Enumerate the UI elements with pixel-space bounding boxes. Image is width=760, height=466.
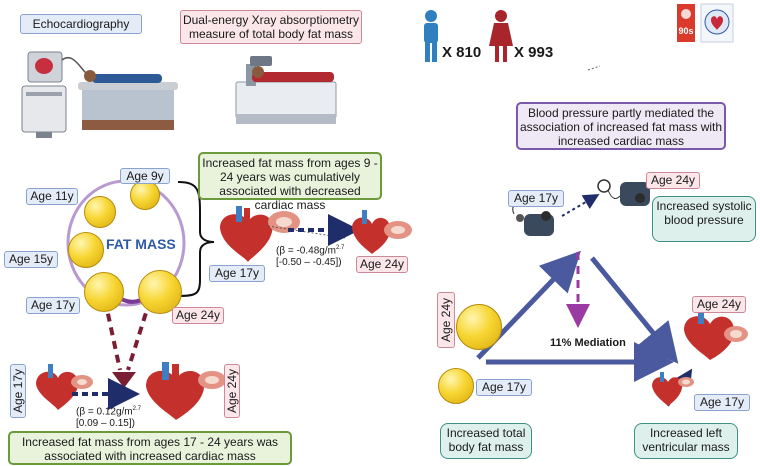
- total-body-fat-box: Increased total body fat mass: [440, 423, 532, 459]
- beta-top-line2: [-0.50 – -0.45]): [276, 257, 342, 269]
- maroon-arrow-right: [126, 299, 152, 371]
- faint-dash-mark: [587, 65, 601, 71]
- finding-bottom-box: Increased fat mass from ages 17 - 24 yea…: [8, 431, 292, 465]
- heart-study-logo: [700, 3, 734, 43]
- cardiac-slice-icon-24y-bottom: [198, 371, 226, 389]
- male-figure-icon: [424, 10, 438, 62]
- echocardiography-label: Echocardiography: [20, 14, 142, 34]
- bp-cuff-icon-17y: [512, 203, 554, 236]
- age-label-9y: Age 9y: [120, 168, 170, 184]
- fat-mass-title: FAT MASS: [106, 236, 176, 252]
- dxa-scanner-icon: [235, 56, 337, 124]
- mediation-percent: 11% Mediation: [550, 337, 626, 349]
- beta-top: (β = -0.48g/m2.7 [-0.50 – -0.45]): [276, 242, 344, 269]
- age-label-17y: Age 17y: [26, 297, 80, 314]
- heart-icon-17y-top: [220, 206, 273, 262]
- heart-icon-24y-top: [352, 210, 391, 254]
- finding-top-box: Increased fat mass from ages 9 - 24 year…: [198, 152, 382, 212]
- lv-mass-box: Increased left ventricular mass: [634, 423, 738, 459]
- heart-age24-right-label: Age 24y: [692, 296, 746, 313]
- svg-text:90s: 90s: [678, 26, 693, 36]
- arrow-bp-17-to-24: [561, 193, 600, 217]
- cardiac-slice-icon-24y-right: [724, 326, 748, 342]
- bottom-age17-label: Age 17y: [10, 364, 26, 418]
- mediation-summary-box: Blood pressure partly mediated the assoc…: [516, 102, 726, 150]
- age-label-11y: Age 11y: [26, 188, 78, 205]
- heart-icon-24y-right: [684, 308, 735, 360]
- maroon-arrowhead: [112, 372, 136, 388]
- fat-ball-17y-right: [438, 368, 474, 404]
- bp-age17-label: Age 17y: [508, 190, 564, 207]
- bottom-age24-label: Age 24y: [224, 364, 240, 418]
- children-of-the-90s-logo: 90s: [677, 4, 695, 42]
- patient-bed-icon: [78, 70, 178, 130]
- cardiac-slice-icon-17y-bottom: [71, 375, 93, 389]
- fat-ball-9y: [130, 180, 160, 210]
- heart-top-age17-label: Age 17y: [209, 265, 265, 282]
- beta-bottom: (β = 0.12g/m2.7 [0.09 – 0.15]): [76, 403, 141, 430]
- female-count: X 993: [514, 44, 554, 61]
- heart-top-age24-label: Age 24y: [356, 256, 408, 273]
- heart-icon-17y-bottom: [36, 364, 79, 410]
- sbp-box: Increased systolic blood pressure: [652, 196, 756, 242]
- arrow-sbp-to-heart: [590, 256, 679, 364]
- fat-ball-11y: [84, 196, 116, 228]
- fat-ball-24y-right: [456, 304, 502, 350]
- maroon-arrow-left: [103, 299, 122, 371]
- echocardiography-machine-icon: [21, 51, 96, 138]
- cardiac-slice-icon-17y-top: [268, 211, 300, 233]
- beta-bottom-line1: (β = 0.12g/m: [76, 406, 133, 418]
- beta-bottom-line2: [0.09 – 0.15]): [76, 418, 135, 430]
- beta-bottom-sup: 2.7: [132, 406, 141, 412]
- dxa-label: Dual-energy Xray absorptiometry measure …: [180, 10, 362, 44]
- cardiac-slice-icon-17y-right: [678, 377, 694, 387]
- age-label-15y: Age 15y: [4, 251, 58, 268]
- bp-age24-label: Age 24y: [646, 172, 700, 189]
- male-count: X 810: [442, 44, 482, 61]
- heart-icon-24y-bottom: [146, 362, 205, 420]
- beta-top-line1: (β = -0.48g/m: [276, 245, 336, 257]
- heart-icon-17y-right: [652, 372, 683, 406]
- fat-ball-17y: [84, 272, 124, 312]
- fat-age24-label: Age 24y: [437, 292, 455, 348]
- fat-ball-15y: [68, 232, 104, 268]
- age-label-24y: Age 24y: [172, 307, 224, 324]
- beta-top-sup: 2.7: [335, 245, 345, 251]
- fat-age17-label: Age 17y: [476, 379, 532, 396]
- female-figure-icon: [489, 10, 513, 62]
- cardiac-slice-icon-24y-top: [384, 221, 412, 239]
- heart-age17-right-label: Age 17y: [694, 394, 750, 411]
- fat-ball-24y: [138, 270, 182, 314]
- bp-cuff-icon-24y: [597, 179, 650, 206]
